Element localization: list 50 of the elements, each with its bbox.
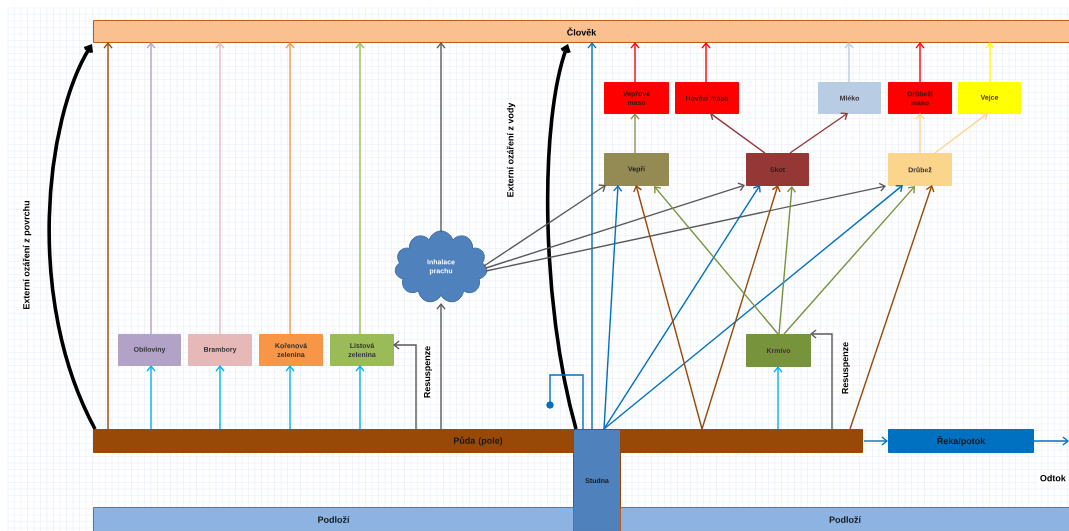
arrow [355,42,365,335]
arrow [701,185,781,430]
arrow [485,182,886,272]
arrow [215,365,225,430]
bedrock-layer: Podloží [620,507,1069,531]
arrow [985,42,995,83]
target-bar: Člověk [93,20,1069,43]
arrow [844,42,854,83]
arrow [285,365,295,430]
arrow [630,42,640,83]
arrow [773,366,783,430]
edge-label: Odtok [1037,472,1068,484]
arrow [863,436,888,446]
edge-label: Externí ozáření z vody [504,100,518,200]
arrow [789,112,848,154]
arrow [810,329,833,430]
arrow [393,340,417,430]
arrow [630,113,640,154]
arrow [701,42,711,83]
arrow [436,42,446,233]
edge-label: Resuspenze [422,343,434,401]
arrow [103,42,113,430]
arrow [849,185,935,430]
soil-layer: Půda (pole) [93,429,863,453]
arrow [436,303,446,430]
arrow [783,186,915,335]
arrow [485,182,745,269]
arrow [915,113,925,154]
arrow [710,112,766,154]
pipe-connector [546,374,584,430]
arrow [934,112,988,154]
arrow [355,365,365,430]
arrow [654,186,779,335]
arrow [285,42,295,335]
arrow [587,42,597,430]
arrow [483,184,606,267]
arrow [47,44,97,430]
bedrock-layer: Podloží [93,507,574,531]
arrow [546,44,578,430]
arrow [633,185,703,430]
arrow [603,185,761,430]
arrow [146,365,156,430]
arrow [915,42,925,83]
arrow [603,185,623,430]
arrow [778,186,797,335]
arrow [146,42,156,335]
arrow [1032,436,1069,446]
arrow [603,185,903,430]
river-box: Řeka/potok [888,429,1034,453]
arrow [215,42,225,335]
